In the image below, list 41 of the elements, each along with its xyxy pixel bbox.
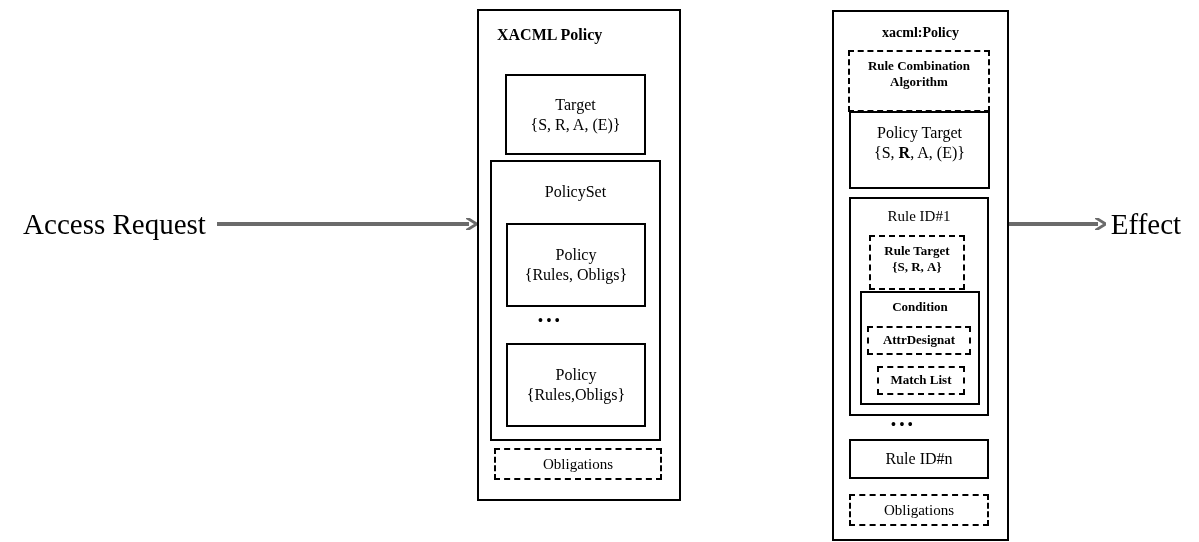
algorithm-box <box>848 50 990 112</box>
condition-box <box>860 291 980 405</box>
policy-box <box>506 223 646 307</box>
attribute-designator-box <box>867 326 971 355</box>
policy-set-box <box>490 160 661 441</box>
node-body: {S, R, A, (E)} <box>530 114 621 135</box>
obligations-box <box>849 494 989 526</box>
node-title: Policy Target <box>877 123 962 143</box>
node-title: XACML Policy <box>497 25 603 45</box>
match-list-box <box>877 366 965 395</box>
node-title: Rule ID#1 <box>887 207 951 226</box>
node-title: Match List <box>890 372 952 389</box>
ellipsis-dots: • • • <box>538 312 560 330</box>
policy-container <box>832 10 1009 541</box>
node-title: Obligations <box>543 454 613 474</box>
obligations-box <box>494 448 662 480</box>
policy-container <box>477 9 681 501</box>
node-title: xacml:Policy <box>882 24 959 42</box>
ellipsis-dots: • • • <box>891 416 913 434</box>
node-body: {Rules, Obligs} <box>524 265 628 285</box>
arrow <box>217 216 479 232</box>
arrow <box>1009 216 1108 232</box>
node-title: Rule ID#n <box>885 449 953 469</box>
node-title: AttrDesignat <box>882 332 956 349</box>
node-title: Rule Combination Algorithm <box>866 58 972 91</box>
node-title: Condition <box>892 299 948 316</box>
node-title: Effect <box>1110 206 1182 242</box>
node-body: {Rules,Obligs} <box>526 385 626 405</box>
node-title: Target <box>555 94 596 115</box>
node-title: PolicySet <box>544 182 607 202</box>
node-body: {S, R, A, (E)} <box>874 143 965 163</box>
rule-target-box <box>869 235 965 290</box>
policy-target-box <box>849 111 990 189</box>
node-body: {S, R, A} <box>892 259 942 276</box>
target-box <box>505 74 646 155</box>
node-title: Policy <box>555 245 597 265</box>
node-title: Access Request <box>23 206 206 242</box>
policy-box <box>506 343 646 427</box>
node-title: Policy <box>555 365 597 385</box>
node-title: Rule Target <box>884 243 950 260</box>
node-title: Obligations <box>884 500 954 520</box>
